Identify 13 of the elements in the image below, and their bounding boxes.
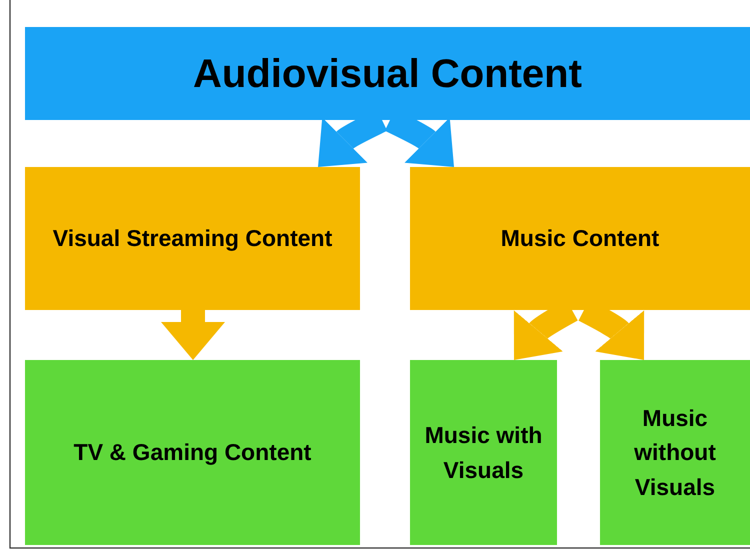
category-box (410, 167, 750, 310)
arrow (161, 310, 225, 360)
node-label: Music Content (500, 224, 660, 254)
node-label: TV & Gaming Content (74, 438, 312, 468)
node-label: Audiovisual Content (193, 50, 582, 98)
node-label: Visual Streaming Content (52, 224, 332, 254)
category-box (410, 360, 557, 545)
category-box (600, 360, 750, 545)
node-label: Music with Visuals (424, 421, 544, 484)
node-label: Music without Visuals (633, 404, 717, 502)
category-banner (25, 27, 750, 120)
category-box (25, 360, 360, 545)
category-box (25, 167, 360, 310)
